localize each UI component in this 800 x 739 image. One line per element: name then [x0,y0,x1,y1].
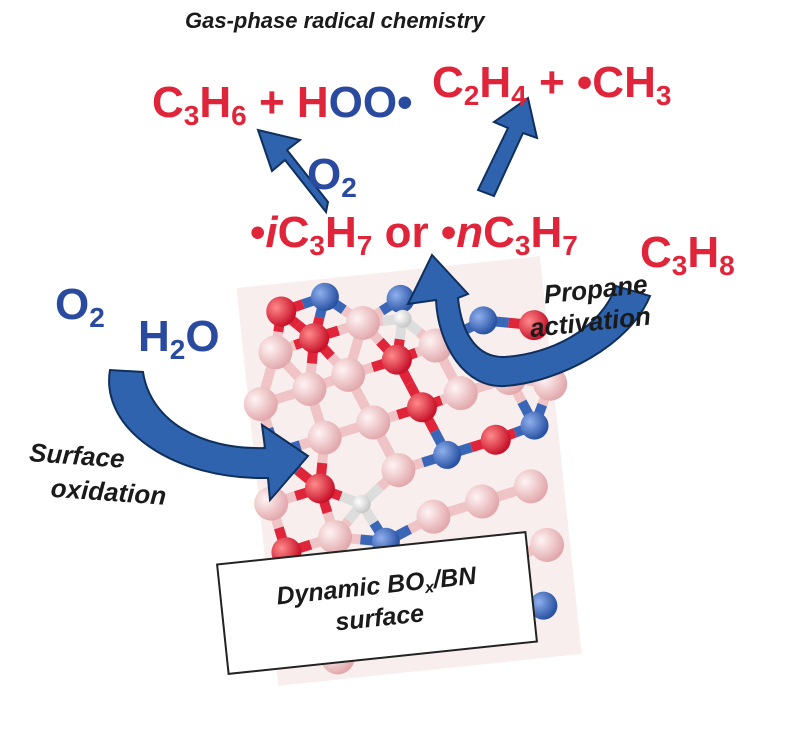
atom-boron [381,453,416,488]
atom-boron [331,357,366,392]
atom-nitrogen [469,306,498,335]
atom-oxygen [266,296,297,327]
atom-boron [258,335,293,370]
n-propyl-radical: •nC3H7 [440,208,578,261]
atom-oxygen [299,323,330,354]
propane-activation-arrow [406,253,652,388]
or-word: or [384,208,429,257]
atom-nitrogen [310,282,339,311]
atom-nitrogen [520,411,549,440]
formula-c3h6: C3H6 [152,78,247,131]
atom-nitrogen [529,591,558,620]
atom-boron [465,484,500,519]
atom-boron [513,469,548,504]
atom-hydrogen [393,309,412,328]
atom-hydrogen [352,495,371,514]
h2o-label: H2O [138,312,220,365]
o2-left-label: O2 [55,280,105,333]
atom-boron [307,420,342,455]
chart-title: Gas-phase radical chemistry [185,8,485,33]
arrow-to-c2h4 [476,96,539,198]
o2-top-label: O2 [307,150,357,203]
atom-boron [443,376,478,411]
atom-boron [243,387,278,422]
atom-boron [416,499,451,534]
arrow-to-c3h6 [256,128,330,215]
atom-nitrogen [433,440,462,469]
atom-oxygen [304,473,335,504]
atom-nitrogen [386,284,415,313]
product-c3h6-hoo: C3H6 + HOO• [152,78,413,131]
atom-oxygen [406,392,437,423]
iso-propyl-radical: •iC3H7 [250,208,373,261]
atom-oxygen [381,344,412,375]
atom-boron [530,527,565,562]
surface-label-box [216,531,538,675]
atom-boron [345,305,380,340]
atom-oxygen [480,424,511,455]
atom-boron [254,486,289,521]
surface-oxidation-label: Surface oxidation [26,435,170,513]
radicals-label: •iC3H7 or •nC3H7 [250,208,578,261]
propane-label: C3H8 [640,228,735,281]
atoms-oo: OO• [328,78,413,127]
surface-oxidation-arrow [108,368,310,503]
atom-boron [356,405,391,440]
product-c2h4-ch3: C2H4 + •CH3 [432,58,672,111]
atom-boron [318,520,353,555]
formula-ch3: •CH3 [576,58,672,111]
plus-sign-right: + [538,58,565,107]
formula-c2h4: C2H4 [432,58,527,111]
atom-boron [292,371,327,406]
atom-oxygen [519,310,550,341]
plus-sign-left: + [258,78,285,127]
atom-h: H [296,78,329,127]
